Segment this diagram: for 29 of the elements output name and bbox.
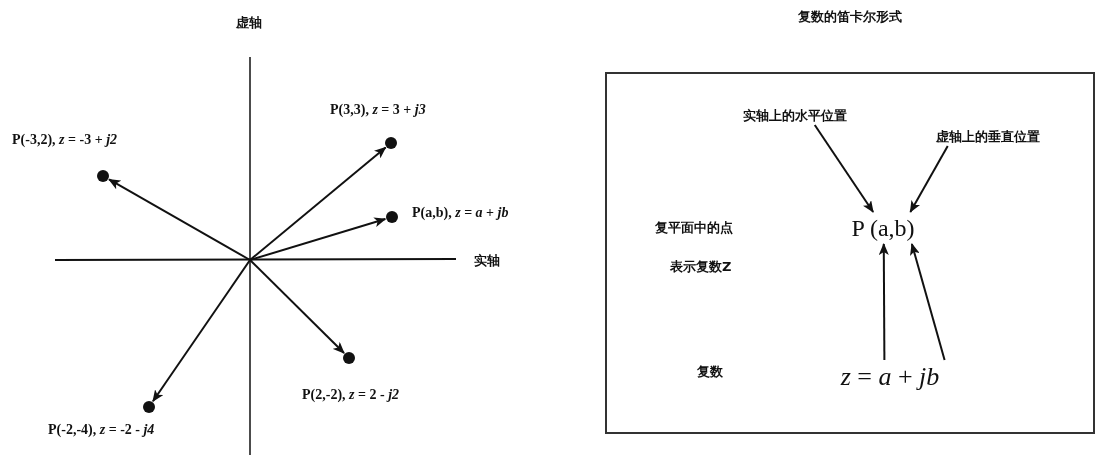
note-text: 虚轴上的垂直位置 — [935, 127, 1041, 146]
point-label: P(-2,-4), z = -2 - j4 — [48, 422, 155, 438]
point-label: P(2,-2), z = 2 - j2 — [302, 387, 400, 403]
note-text: 实轴上的水平位置 — [743, 106, 847, 125]
point-label: P(-3,2), z = -3 + j2 — [12, 132, 117, 148]
arrow — [108, 178, 251, 261]
point-dot — [386, 211, 398, 223]
side-note: 表示复数Z — [670, 258, 732, 276]
arrow — [249, 146, 387, 261]
point-label: P(a,b), z = a + jb — [412, 205, 509, 221]
axis-label: 虚轴 — [236, 14, 262, 32]
arrow — [249, 217, 387, 261]
point-dot — [97, 170, 109, 182]
side-note: 复平面中的点 — [655, 219, 733, 237]
arrow — [813, 124, 875, 213]
arrow — [910, 243, 946, 361]
point-dot — [143, 401, 155, 413]
axis-label: 实轴 — [474, 252, 500, 270]
arrow — [151, 259, 251, 403]
point-label: P(3,3), z = 3 + j3 — [330, 102, 426, 118]
arrow — [249, 259, 346, 355]
arrow — [878, 243, 889, 361]
arrow — [909, 145, 949, 213]
side-note: 复数 — [697, 363, 723, 381]
point-dot — [385, 137, 397, 149]
point-label: P (a,b) — [845, 212, 921, 244]
formula-text: z = a + jb — [820, 360, 960, 394]
panel-title: 复数的笛卡尔形式 — [797, 8, 903, 26]
point-dot — [343, 352, 355, 364]
